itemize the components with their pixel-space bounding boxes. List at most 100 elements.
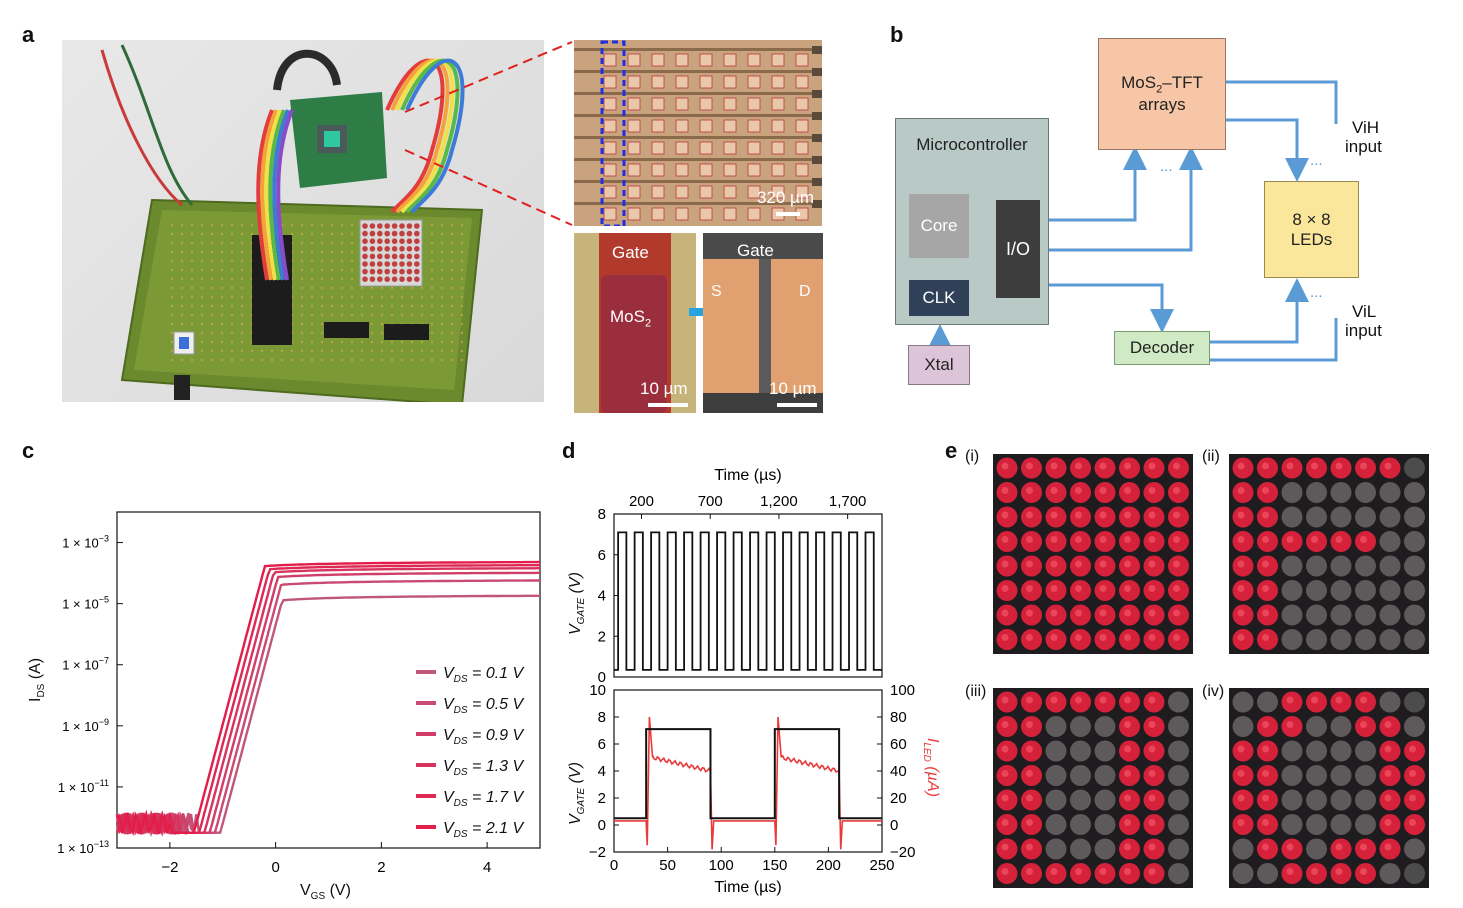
pcb-hole [450, 313, 454, 317]
pcb-hole [370, 340, 374, 344]
led-off [1168, 814, 1189, 835]
pcb-hole [200, 349, 204, 353]
led-glow [1384, 794, 1392, 802]
pcb-hole [310, 295, 314, 299]
pcb-hole [350, 277, 354, 281]
xtal-block: Xtal [908, 345, 970, 385]
legend-label-1: VDS = 0.5 V [443, 696, 525, 716]
y-tick-label: 1 × 10−11 [58, 778, 109, 795]
led-off [1094, 716, 1116, 737]
pcb-hole [240, 259, 244, 263]
pcb-hole [210, 241, 214, 245]
led-glow [1001, 560, 1009, 568]
led-glow [1286, 843, 1294, 851]
pcb-hole [460, 250, 464, 254]
led-glow [1050, 560, 1058, 568]
pcb-hole [200, 340, 204, 344]
led-glow [1124, 560, 1131, 568]
board-led [406, 230, 413, 237]
led-glow [1124, 721, 1131, 728]
pcb-hole [240, 295, 244, 299]
array-cell [699, 119, 713, 133]
pcb-hole [250, 232, 254, 236]
pcb-hole [320, 358, 324, 362]
x-tick-label: 2 [377, 859, 385, 876]
pcb-hole [320, 304, 324, 308]
pcb-hole [450, 349, 454, 353]
pcb-hole [430, 259, 434, 263]
array-cell [651, 97, 665, 111]
pcb-hole [340, 241, 344, 245]
pcb-hole [300, 340, 304, 344]
pcb-hole [260, 349, 264, 353]
array-cell [603, 185, 617, 199]
led-off [1045, 716, 1067, 737]
led-glow [1262, 462, 1269, 470]
led-glow [1409, 745, 1416, 753]
panel-label-e: e [945, 438, 958, 463]
pcb-hole [220, 268, 224, 272]
pcb-hole [310, 304, 314, 308]
pcb-hole [230, 268, 234, 272]
led-off [1306, 740, 1327, 762]
led-off [1257, 691, 1278, 713]
scale-bar-right [777, 403, 817, 407]
pcb-hole [420, 304, 424, 308]
array-cell [723, 75, 737, 89]
led-glow [1026, 770, 1033, 777]
led-off [1070, 789, 1091, 811]
led-off [1306, 604, 1327, 626]
pcb-hole [320, 340, 324, 344]
y-tick-label: 1 × 10−9 [62, 717, 109, 734]
led-off [1281, 629, 1303, 650]
top-y-tick-label: 6 [598, 547, 606, 564]
led-off [1094, 740, 1116, 762]
led-off [1404, 531, 1425, 552]
board-led [406, 276, 413, 282]
pcb-hole [430, 268, 434, 272]
top-axis-tick-label: 1,700 [829, 493, 867, 510]
pcb-hole [350, 304, 354, 308]
pcb-hole [230, 250, 234, 254]
pcb-hole [460, 241, 464, 245]
pcb-hole [180, 322, 184, 326]
array-cell [675, 97, 689, 111]
gate-label-left: Gate [612, 243, 649, 262]
led-glow [1237, 511, 1245, 519]
led-glow [1335, 843, 1343, 851]
led-glow [1262, 770, 1269, 777]
led-glow [1026, 560, 1033, 568]
pcb-hole [230, 340, 234, 344]
board-led [391, 238, 398, 244]
transfer-curve-0 [115, 594, 540, 835]
pcb-hole [210, 268, 214, 272]
pcb-hole [300, 358, 304, 362]
pcb-hole [440, 295, 444, 299]
pcb-hole [200, 232, 204, 236]
pcb-hole [390, 340, 394, 344]
led-glow [1148, 696, 1156, 704]
pcb-hole [230, 304, 234, 308]
led-off [1281, 789, 1303, 811]
array-cell [747, 119, 761, 133]
led-glow [1124, 819, 1131, 826]
pcb-hole [220, 295, 224, 299]
array-cell [795, 185, 809, 199]
pcb-hole [460, 268, 464, 272]
board-led [414, 268, 420, 275]
pcb-hole [300, 304, 304, 308]
led-glow [1262, 819, 1269, 826]
array-cell [675, 141, 689, 155]
pcb-hole [210, 313, 214, 317]
top-y-tick-label: 8 [598, 506, 606, 523]
led-glow [1360, 462, 1367, 470]
led-glow [1075, 462, 1082, 470]
pcb-hole [390, 295, 394, 299]
led-glow [1001, 487, 1009, 494]
pcb-hole [460, 331, 464, 335]
pcb-hole [410, 340, 414, 344]
scale-label-right: 10 µm [769, 379, 817, 398]
led-glow [1360, 721, 1367, 728]
led-glow [1148, 609, 1156, 617]
gate-pulse-train [614, 531, 882, 671]
